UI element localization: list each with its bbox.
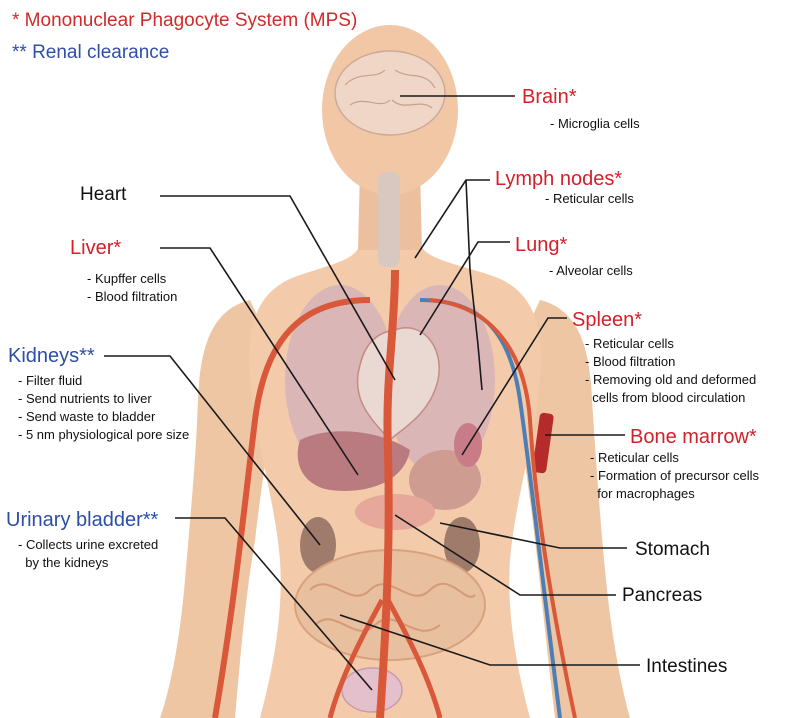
bone-marrow-details: - Reticular cells - Formation of precurs… — [590, 449, 759, 503]
bone-marrow-detail-line: - Reticular cells — [590, 449, 759, 467]
liver-detail-line: - Kupffer cells — [87, 270, 177, 288]
liver-details: - Kupffer cells - Blood filtration — [87, 270, 177, 306]
kidneys-detail-line: - Send waste to bladder — [18, 408, 189, 426]
bone-marrow-label: Bone marrow* — [630, 427, 757, 447]
lymph-leader-line-1 — [415, 180, 490, 258]
urinary-bladder-label: Urinary bladder** — [6, 510, 158, 530]
pancreas-label: Pancreas — [622, 586, 702, 605]
lymph-nodes-detail-line: - Reticular cells — [545, 190, 634, 208]
liver-label: Liver* — [70, 238, 121, 258]
urinary-bladder-detail-line: - Collects urine excreted — [18, 536, 158, 554]
liver-detail-line: - Blood filtration — [87, 288, 177, 306]
kidneys-details: - Filter fluid - Send nutrients to liver… — [18, 372, 189, 444]
brain-organ — [335, 51, 445, 135]
spleen-detail-line: - Removing old and deformed — [585, 371, 756, 389]
lymph-nodes-label: Lymph nodes* — [495, 169, 622, 189]
brain-label: Brain* — [522, 87, 576, 107]
spleen-detail-line: cells from blood circulation — [585, 389, 756, 407]
stomach-label: Stomach — [635, 540, 710, 559]
kidneys-detail-line: - 5 nm physiological pore size — [18, 426, 189, 444]
legend-renal: ** Renal clearance — [12, 43, 169, 62]
trachea — [378, 172, 400, 267]
spleen-detail-line: - Blood filtration — [585, 353, 756, 371]
kidneys-detail-line: - Filter fluid — [18, 372, 189, 390]
lymph-nodes-details: - Reticular cells — [545, 190, 634, 208]
urinary-bladder-details: - Collects urine excreted by the kidneys — [18, 536, 158, 572]
legend-mps: * Mononuclear Phagocyte System (MPS) — [12, 11, 357, 30]
brain-detail-line: - Microglia cells — [550, 115, 640, 133]
kidneys-detail-line: - Send nutrients to liver — [18, 390, 189, 408]
intestines-label: Intestines — [646, 657, 727, 676]
lung-detail-line: - Alveolar cells — [549, 262, 633, 280]
lung-details: - Alveolar cells — [549, 262, 633, 280]
spleen-detail-line: - Reticular cells — [585, 335, 756, 353]
heart-label: Heart — [80, 185, 126, 204]
pancreas-organ — [355, 494, 435, 530]
spleen-details: - Reticular cells - Blood filtration - R… — [585, 335, 756, 407]
brain-details: - Microglia cells — [550, 115, 640, 133]
bone-marrow-detail-line: - Formation of precursor cells — [590, 467, 759, 485]
spleen-label: Spleen* — [572, 310, 642, 330]
lung-label: Lung* — [515, 235, 567, 255]
urinary-bladder-detail-line: by the kidneys — [18, 554, 158, 572]
kidneys-label: Kidneys** — [8, 346, 95, 366]
bone-marrow-detail-line: for macrophages — [590, 485, 759, 503]
